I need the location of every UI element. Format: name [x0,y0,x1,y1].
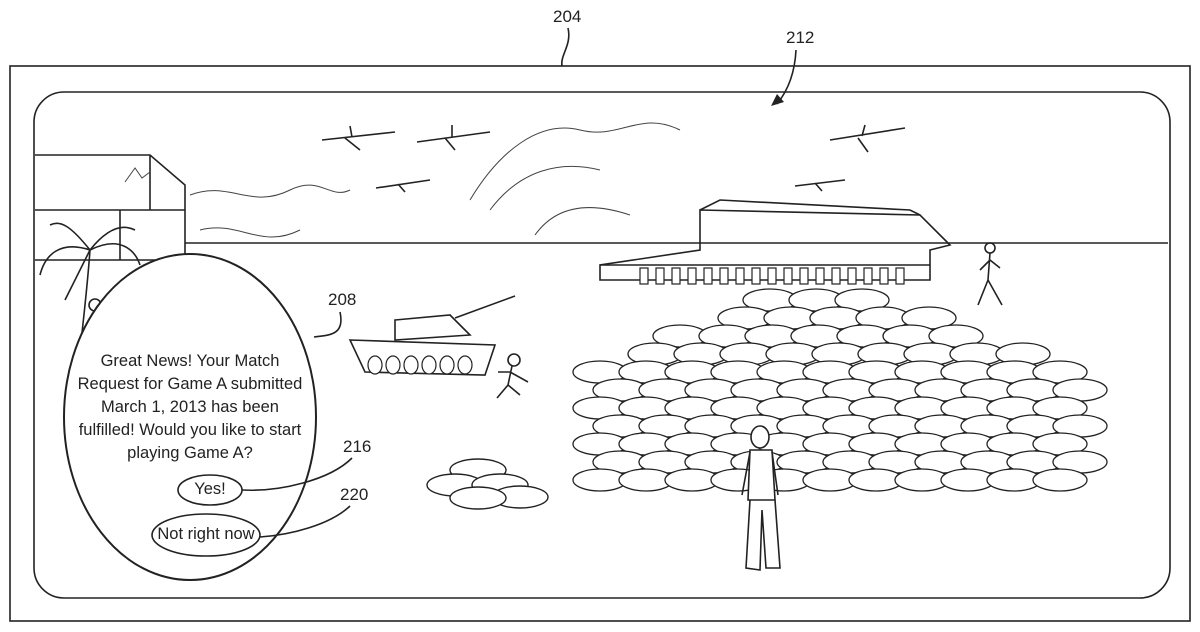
tank-wheel [404,356,418,374]
barracks-window [640,268,648,284]
barracks-window [720,268,728,284]
barracks-window [672,268,680,284]
sandbag [1033,469,1087,491]
running-soldier [497,354,528,398]
barracks-window [848,268,856,284]
ref-label-208: 208 [328,290,356,309]
sandbag-wall [573,289,1107,491]
match-notification-message: Great News! Your Match Request for Game … [74,350,306,465]
barracks-window [864,268,872,284]
tank-wheel [422,356,436,374]
planes [322,125,905,192]
barracks-window [816,268,824,284]
ref-label-216: 216 [343,437,371,456]
tank-wheel [368,356,382,374]
barracks-window [768,268,776,284]
leader-line-208 [314,312,341,337]
ref-label-220: 220 [340,485,368,504]
barracks-window [752,268,760,284]
ref-label-204: 204 [553,7,581,26]
barracks-window [896,268,904,284]
leader-line-204 [562,28,569,66]
barracks-window [704,268,712,284]
small-sandbag-pile [427,459,548,509]
not-right-now-button[interactable]: Not right now [152,525,260,544]
barracks-window [800,268,808,284]
soldier-figure [978,243,1002,305]
barracks-window [736,268,744,284]
tank-wheel [458,356,472,374]
sandbag [450,487,506,509]
barracks-building [600,200,950,284]
barracks-window [688,268,696,284]
barracks-window [784,268,792,284]
barracks-window [832,268,840,284]
tank-wheel [386,356,400,374]
tank [350,296,515,375]
barracks-window [656,268,664,284]
arrow-212 [777,50,796,104]
ref-label-212: 212 [786,28,814,47]
yes-button[interactable]: Yes! [178,480,242,499]
tank-wheel [440,356,454,374]
barracks-window [880,268,888,284]
